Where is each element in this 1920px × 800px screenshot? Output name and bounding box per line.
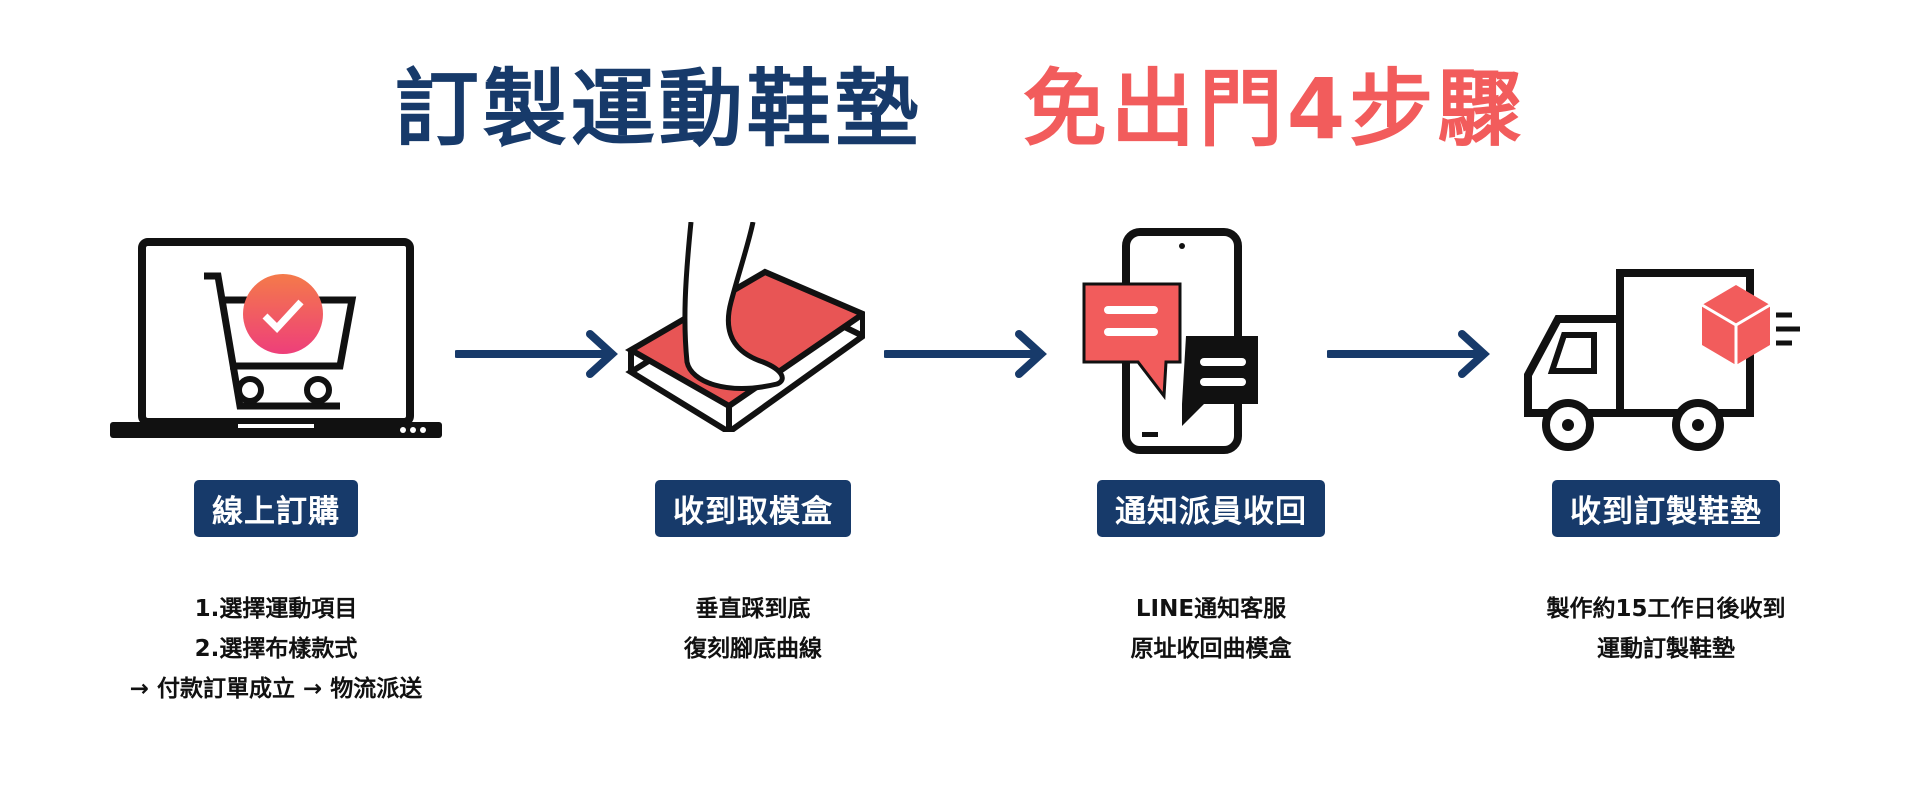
step-label: 收到取模盒 <box>655 480 851 537</box>
foot-mold-box-icon <box>625 222 865 432</box>
arrow-right-icon <box>884 330 1047 378</box>
delivery-truck-icon <box>1524 269 1800 451</box>
step-4: 收到訂製鞋墊 製作約15工作日後收到 運動訂製鞋墊 <box>1456 480 1876 669</box>
step-label: 通知派員收回 <box>1097 480 1325 537</box>
step-description: 製作約15工作日後收到 運動訂製鞋墊 <box>1546 596 1786 662</box>
step-label: 收到訂製鞋墊 <box>1552 480 1780 537</box>
step-label: 線上訂購 <box>194 480 358 537</box>
step-3: 通知派員收回 LINE通知客服 原址收回曲模盒 <box>1001 480 1421 669</box>
arrow-right-icon <box>455 330 618 378</box>
step-2: 收到取模盒 垂直踩到底 復刻腳底曲線 <box>543 480 963 669</box>
step-description: 垂直踩到底 復刻腳底曲線 <box>684 596 822 662</box>
step-description: 1.選擇運動項目 2.選擇布樣款式 → 付款訂單成立 → 物流派送 <box>129 596 423 702</box>
page-title: 訂製運動鞋墊免出門4步驟 <box>394 60 1526 158</box>
step-description: LINE通知客服 原址收回曲模盒 <box>1130 596 1292 662</box>
step-1: 線上訂購 1.選擇運動項目 2.選擇布樣款式 → 付款訂單成立 → 物流派送 <box>66 480 486 709</box>
arrow-right-icon <box>1327 330 1490 378</box>
laptop-cart-icon <box>110 238 442 438</box>
phone-chat-icon <box>1082 228 1258 454</box>
